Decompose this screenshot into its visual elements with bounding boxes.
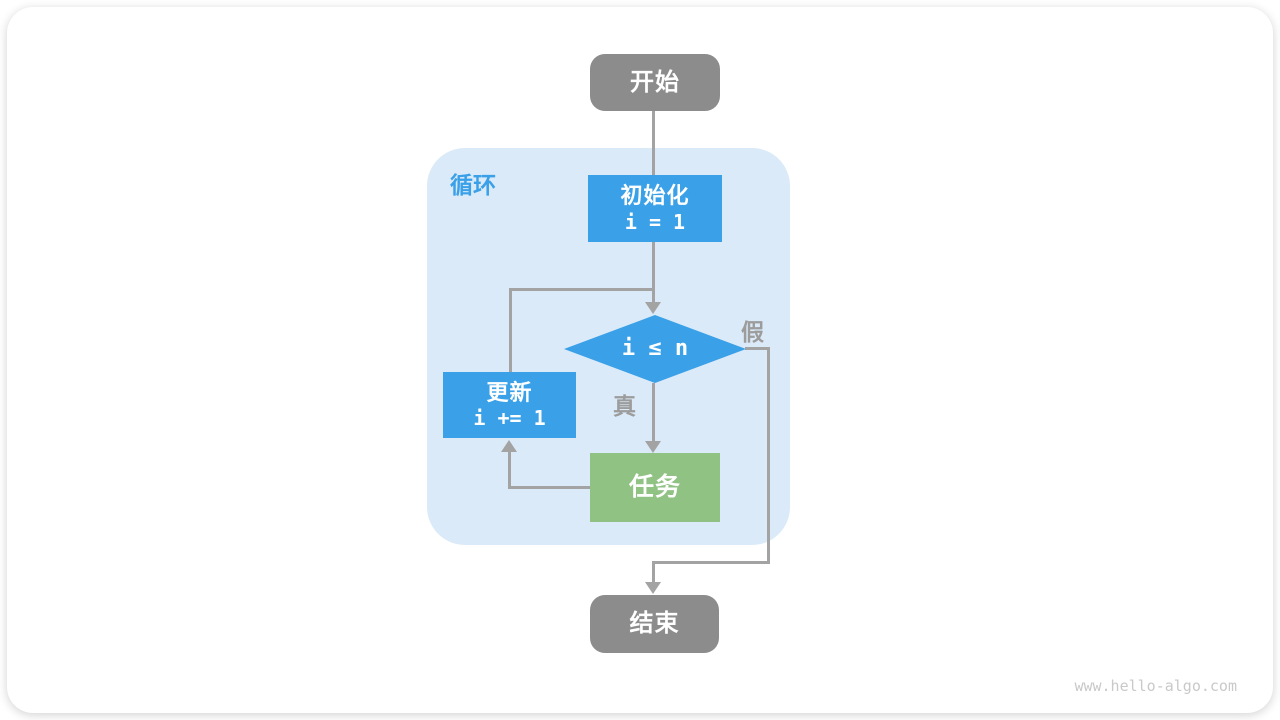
node-condition-code: i ≤ n [621, 336, 689, 362]
node-start: 开始 [590, 54, 720, 111]
edge-start-to-init [652, 111, 655, 176]
node-start-label: 开始 [630, 68, 680, 96]
node-end: 结束 [590, 595, 719, 653]
edge-task-to-update-vertical [508, 451, 511, 489]
node-update-code: i += 1 [473, 406, 546, 431]
edge-false-from-condition [745, 347, 770, 350]
edge-label-false: 假 [741, 319, 764, 345]
node-init: 初始化 i = 1 [588, 175, 722, 242]
edge-label-true: 真 [613, 393, 636, 419]
node-update: 更新 i += 1 [443, 372, 576, 438]
arrowhead-into-condition-icon [645, 302, 661, 314]
node-init-code: i = 1 [624, 209, 686, 234]
edge-false-vertical [767, 347, 770, 564]
node-init-label: 初始化 [620, 183, 690, 209]
edge-update-feedback-horizontal [509, 288, 655, 291]
edge-false-bottom-horizontal [652, 561, 770, 564]
watermark: www.hello-algo.com [1074, 677, 1237, 695]
node-task-label: 任务 [628, 472, 681, 501]
loop-region-label: 循环 [450, 172, 496, 198]
edge-condition-to-task [652, 383, 655, 441]
arrowhead-into-end-icon [645, 582, 661, 594]
edge-false-into-end [652, 561, 655, 582]
node-task: 任务 [590, 453, 720, 522]
edge-task-to-update-horizontal [508, 486, 590, 489]
arrowhead-into-task-icon [645, 441, 661, 453]
arrowhead-into-update-icon [501, 440, 517, 452]
edge-update-feedback-vertical [509, 288, 512, 372]
edge-init-to-condition [652, 242, 655, 303]
node-update-label: 更新 [486, 379, 533, 405]
node-end-label: 结束 [629, 610, 680, 637]
